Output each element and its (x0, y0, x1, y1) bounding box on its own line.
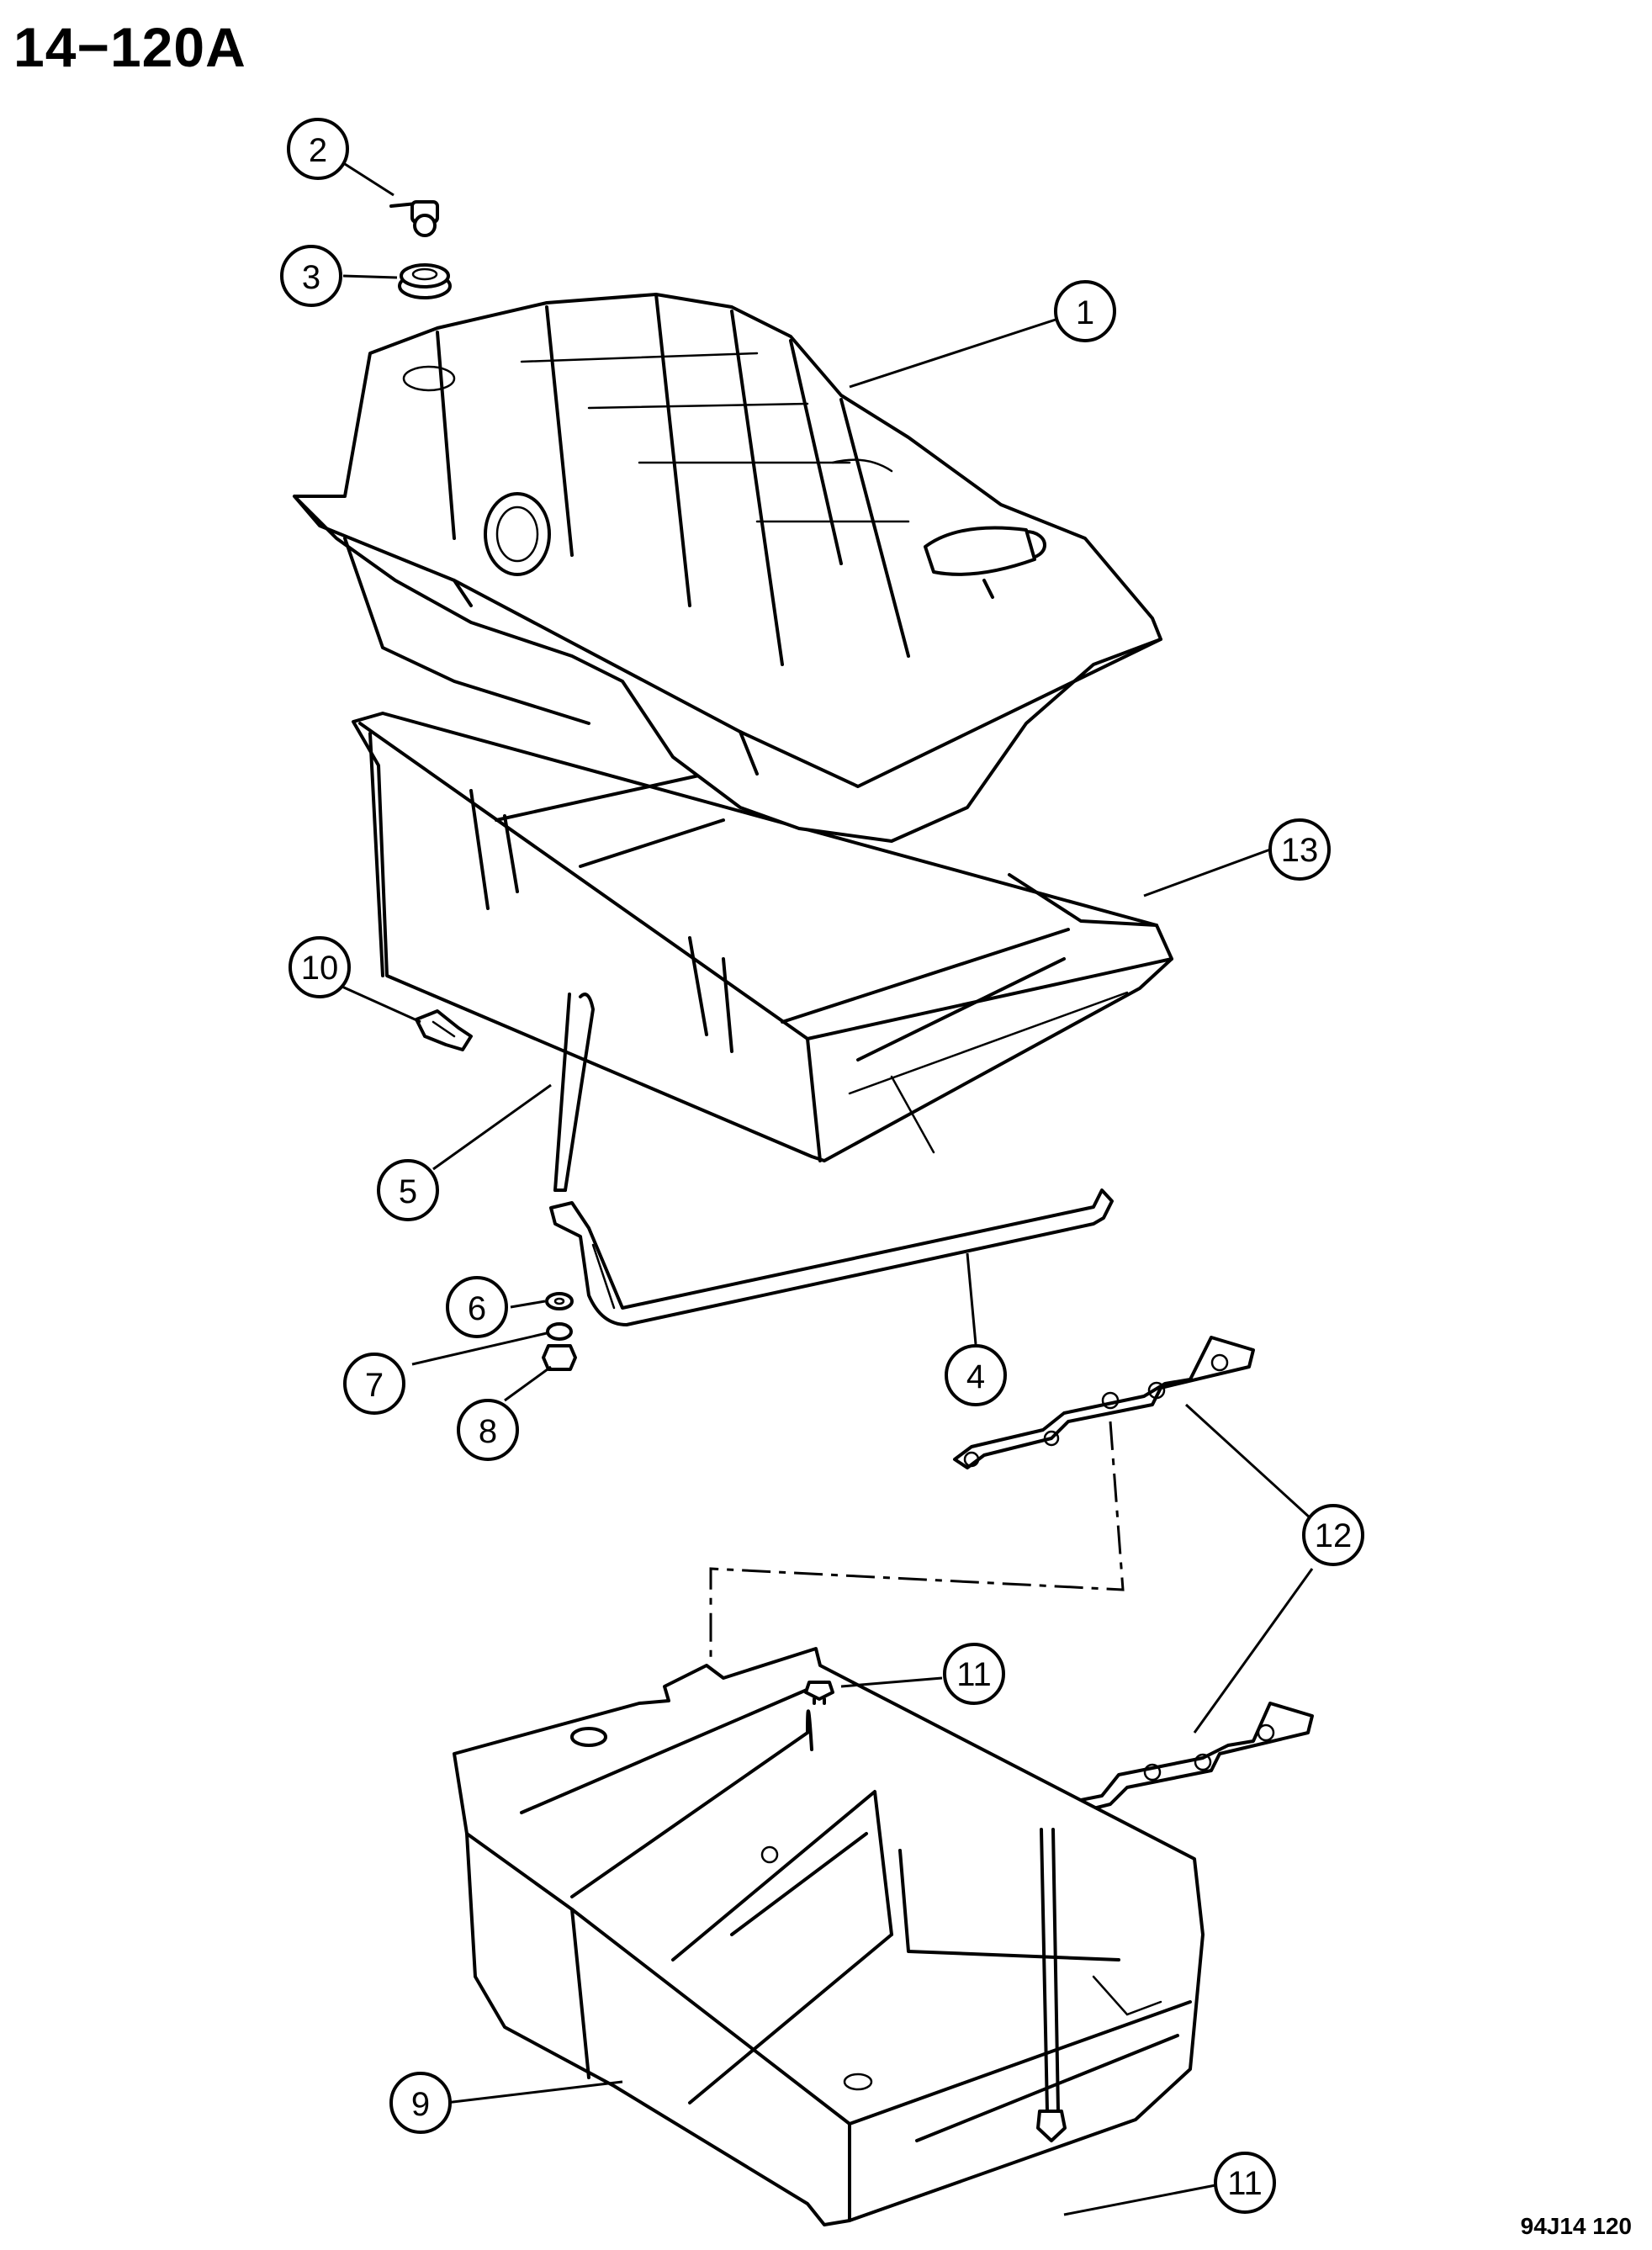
part-2-fuel-sender (389, 200, 439, 237)
leader-lines (336, 162, 1314, 2216)
part-5-strap-bolt (553, 993, 595, 1192)
figure-code: 94J14 120 (1520, 2213, 1632, 2239)
callout-13: 13 (1268, 818, 1331, 881)
callout-11-upper-label: 11 (956, 1656, 992, 1693)
callout-5-label: 5 (399, 1173, 417, 1210)
part-11-bolt-upper (804, 1681, 834, 1705)
page-id: 14−120A (13, 16, 246, 78)
callout-8-label: 8 (479, 1413, 497, 1450)
callout-1-label: 1 (1076, 294, 1094, 331)
callout-11-upper: 11 (943, 1643, 1005, 1705)
callout-3: 3 (280, 245, 342, 307)
callout-4-label: 4 (966, 1358, 985, 1395)
callout-2-label: 2 (309, 132, 327, 169)
callout-3-label: 3 (302, 259, 320, 296)
callout-8: 8 (457, 1399, 519, 1461)
callout-1: 1 (1054, 280, 1116, 342)
part-1-fuel-tank (293, 293, 1162, 843)
callout-12: 12 (1302, 1504, 1364, 1566)
callout-9-label: 9 (411, 2086, 430, 2123)
callout-10-label: 10 (301, 950, 339, 987)
part-11-bolt-lower (1036, 1828, 1067, 2142)
callout-7-label: 7 (365, 1367, 384, 1404)
part-7-lock-washer (546, 1322, 573, 1341)
callout-11-lower-label: 11 (1227, 2165, 1263, 2202)
callout-2: 2 (287, 118, 349, 180)
part-8-nut (542, 1344, 577, 1371)
callout-10: 10 (289, 936, 351, 998)
callout-11-lower: 11 (1214, 2152, 1276, 2214)
part-6-washer (545, 1292, 574, 1310)
part-3-grommet (398, 263, 452, 299)
callout-6-label: 6 (468, 1290, 486, 1327)
callout-4: 4 (945, 1344, 1007, 1406)
callout-9: 9 (389, 2072, 452, 2134)
part-12-upper-bracket (953, 1336, 1255, 1469)
part-9-skid-plate (453, 1647, 1205, 2226)
callout-5: 5 (377, 1159, 439, 1221)
part-10-clip (415, 1009, 473, 1051)
callout-13-label: 13 (1281, 832, 1319, 869)
callout-12-label: 12 (1315, 1517, 1353, 1554)
callout-6: 6 (446, 1276, 508, 1338)
alignment-line (709, 1421, 1125, 1661)
part-13-tank-tray (352, 712, 1173, 1162)
callout-7: 7 (343, 1353, 405, 1415)
part-4-tank-strap (549, 1189, 1114, 1326)
